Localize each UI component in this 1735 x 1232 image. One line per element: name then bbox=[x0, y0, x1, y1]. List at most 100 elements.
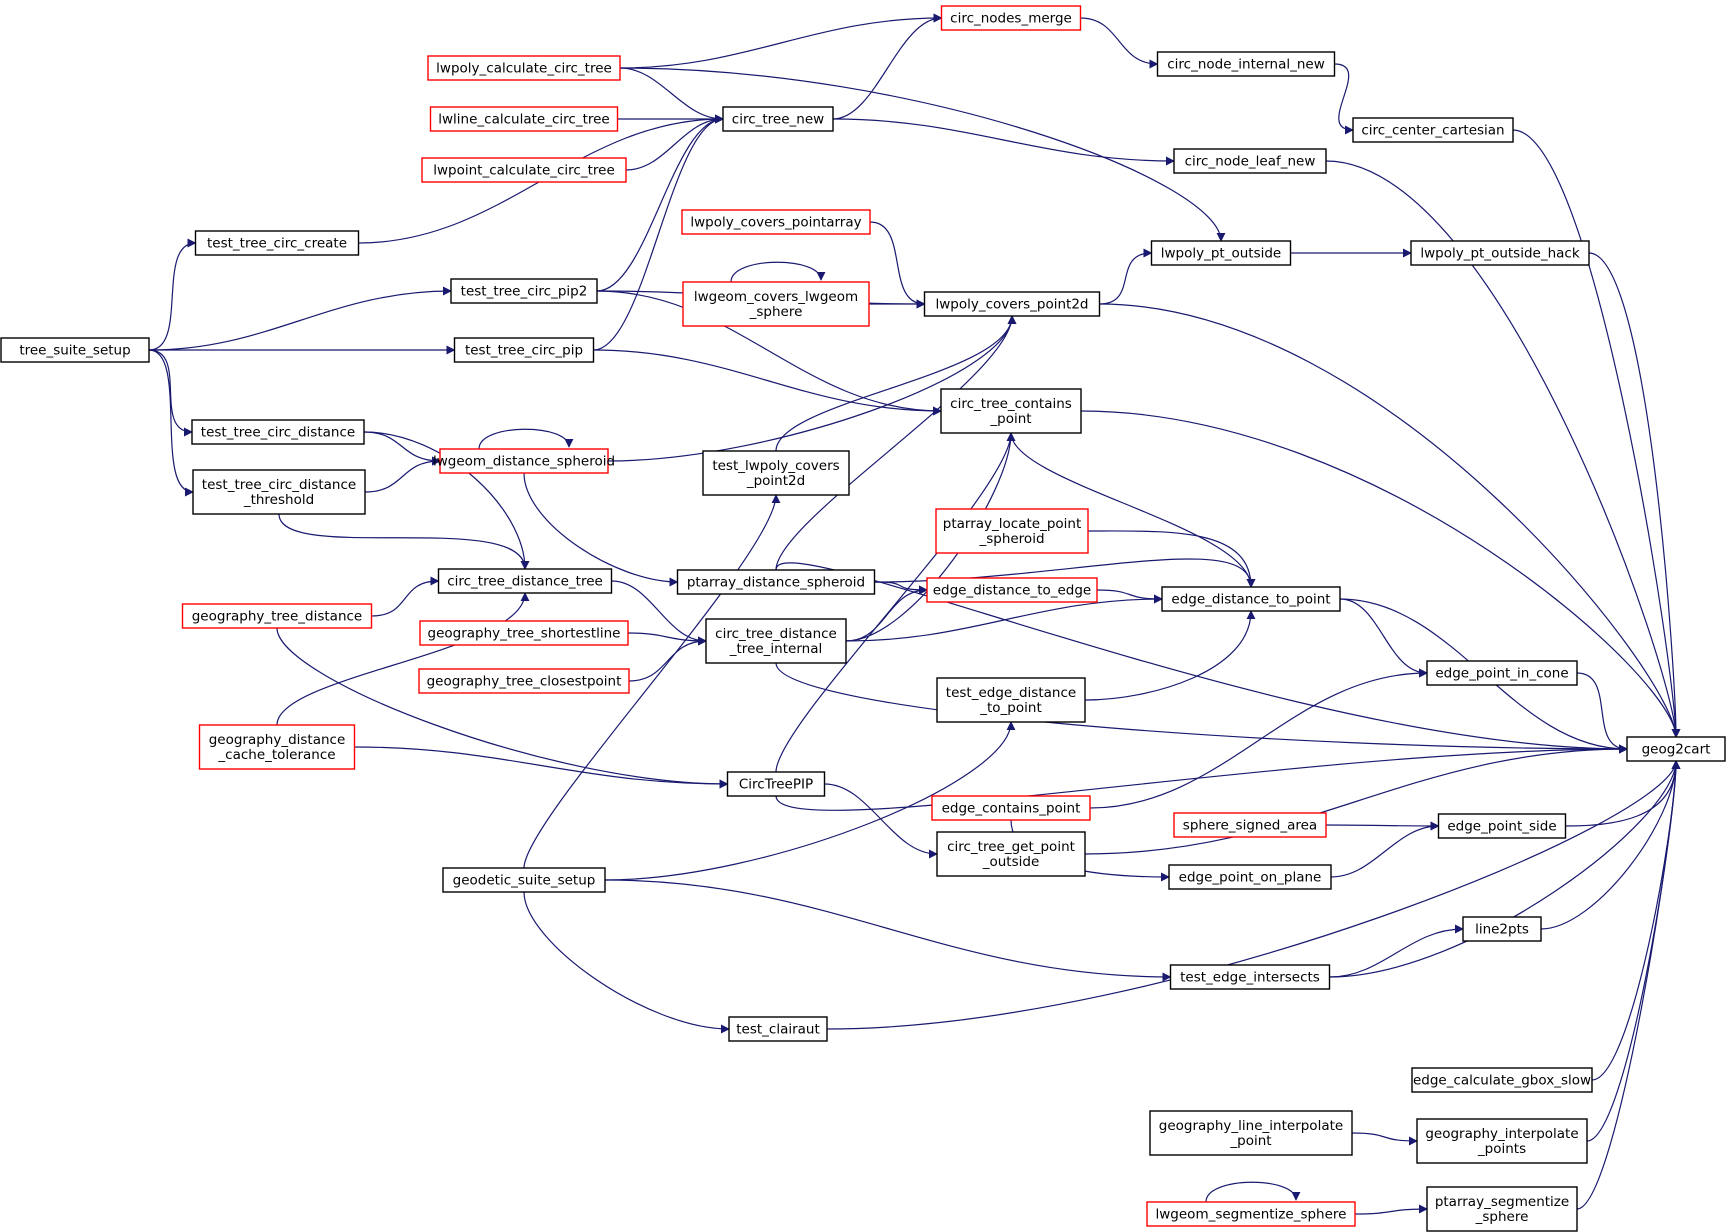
node-label: circ_tree_contains bbox=[950, 396, 1072, 412]
node-test-tree-circ-pip2[interactable]: test_tree_circ_pip2 bbox=[450, 278, 598, 304]
node-test-edge-intersects[interactable]: test_edge_intersects bbox=[1169, 964, 1331, 990]
edge-circ_node_leaf_new-to-geog2cart bbox=[1325, 160, 1681, 738]
node-lwpoly-covers-pointarray[interactable]: lwpoly_covers_pointarray bbox=[681, 209, 871, 235]
edge-lwpoly_covers_point2d-to-lwpoly_pt_outside bbox=[1099, 248, 1153, 305]
node-tree-suite-setup[interactable]: tree_suite_setup bbox=[0, 337, 150, 363]
node-lwpoly-covers-point2d[interactable]: lwpoly_covers_point2d bbox=[923, 291, 1101, 317]
node-label: _sphere bbox=[749, 304, 803, 320]
node-circ-tree-distance-tree[interactable]: circ_tree_distance_tree bbox=[437, 568, 613, 594]
node-geography-line-interpolate-point[interactable]: geography_line_interpolate_point bbox=[1149, 1110, 1353, 1156]
edge-geodetic_suite_setup-to-test_edge_distance_to_point bbox=[604, 721, 1016, 881]
edge-lwpoly_calculate_circ_tree-to-circ_tree_new bbox=[619, 67, 724, 124]
edge-geography_line_interpolate_point-to-geography_interpolate_points bbox=[1351, 1132, 1418, 1146]
node-lwgeom-covers-lwgeom-sphere[interactable]: lwgeom_covers_lwgeom_sphere bbox=[682, 281, 870, 327]
node-label: geog2cart bbox=[1642, 742, 1711, 758]
node-geog2cart[interactable]: geog2cart bbox=[1626, 736, 1726, 762]
node-geography-distance-cache-tolerance[interactable]: geography_distance_cache_tolerance bbox=[198, 724, 356, 770]
edge-CircTreePIP-to-geog2cart bbox=[775, 744, 1628, 811]
node-lwgeom-segmentize-sphere[interactable]: lwgeom_segmentize_sphere bbox=[1146, 1201, 1356, 1227]
node-box bbox=[427, 55, 621, 81]
node-edge-distance-to-point[interactable]: edge_distance_to_point bbox=[1161, 586, 1341, 612]
edge-test_tree_circ_pip-to-circ_tree_contains_point bbox=[593, 349, 942, 416]
node-lwgeom-distance-spheroid[interactable]: lwgeom_distance_spheroid bbox=[433, 448, 615, 474]
node-box bbox=[681, 209, 871, 235]
node-test-tree-circ-distance[interactable]: test_tree_circ_distance bbox=[191, 419, 365, 445]
edge-lwgeom_segmentize_sphere-to-ptarray_segmentize_sphere bbox=[1354, 1204, 1428, 1215]
node-box bbox=[1410, 240, 1590, 266]
edge-tree_suite_setup-to-test_tree_circ_distance bbox=[148, 349, 193, 437]
edge-geography_tree_closestpoint-to-circ_tree_distance_tree_internal bbox=[628, 636, 707, 682]
node-geography-tree-distance[interactable]: geography_tree_distance bbox=[181, 603, 373, 629]
node-label: test_edge_intersects bbox=[1180, 970, 1320, 986]
node-label: edge_point_in_cone bbox=[1435, 666, 1568, 682]
edge-geography_tree_distance-to-CircTreePIP bbox=[276, 627, 729, 789]
edge-geodetic_suite_setup-to-test_clairaut bbox=[523, 891, 730, 1034]
edge-edge_point_in_cone-to-geog2cart bbox=[1576, 672, 1628, 754]
edge-geography_tree_shortestline-to-circ_tree_distance_tree_internal bbox=[627, 632, 707, 646]
node-label: ptarray_locate_point bbox=[943, 516, 1082, 532]
node-ptarray-segmentize-sphere[interactable]: ptarray_segmentize_sphere bbox=[1426, 1186, 1578, 1232]
node-circ-tree-get-point-outside[interactable]: circ_tree_get_point_outside bbox=[936, 831, 1086, 877]
edge-test_tree_circ_distance_threshold-to-circ_tree_distance_tree bbox=[278, 513, 530, 570]
node-geography-tree-closestpoint[interactable]: geography_tree_closestpoint bbox=[418, 668, 630, 694]
node-edge-distance-to-edge[interactable]: edge_distance_to_edge bbox=[926, 577, 1098, 603]
node-box bbox=[192, 469, 366, 515]
node-lwpoint-calculate-circ-tree[interactable]: lwpoint_calculate_circ_tree bbox=[421, 157, 627, 183]
edge-edge_point_side-to-geog2cart bbox=[1565, 760, 1681, 827]
node-geodetic-suite-setup[interactable]: geodetic_suite_setup bbox=[442, 867, 606, 893]
node-geography-interpolate-points[interactable]: geography_interpolate_points bbox=[1416, 1118, 1588, 1164]
node-edge-contains-point[interactable]: edge_contains_point bbox=[931, 795, 1091, 821]
edge-test_tree_circ_distance-to-circ_tree_distance_tree bbox=[363, 431, 530, 570]
node-label: geodetic_suite_setup bbox=[453, 873, 596, 889]
node-test-lwpoly-covers-point2d[interactable]: test_lwpoly_covers_point2d bbox=[702, 450, 850, 496]
node-circ-node-leaf-new[interactable]: circ_node_leaf_new bbox=[1173, 148, 1327, 174]
node-edge-calculate-gbox-slow[interactable]: edge_calculate_gbox_slow bbox=[1411, 1067, 1593, 1093]
node-circ-node-internal-new[interactable]: circ_node_internal_new bbox=[1156, 51, 1336, 77]
node-box bbox=[676, 569, 876, 595]
node-box bbox=[437, 568, 613, 594]
node-label: geography_tree_closestpoint bbox=[427, 674, 622, 690]
node-test-tree-circ-pip[interactable]: test_tree_circ_pip bbox=[453, 337, 595, 363]
node-label: test_tree_circ_pip2 bbox=[461, 284, 588, 300]
node-test-tree-circ-create[interactable]: test_tree_circ_create bbox=[194, 230, 360, 256]
node-label: edge_distance_to_edge bbox=[933, 583, 1092, 599]
edge-lwpoly_calculate_circ_tree-to-lwpoly_pt_outside bbox=[619, 67, 1226, 242]
node-box bbox=[682, 281, 870, 327]
node-ptarray-locate-point-spheroid[interactable]: ptarray_locate_point_spheroid bbox=[935, 508, 1089, 554]
node-CircTreePIP[interactable]: CircTreePIP bbox=[726, 771, 826, 797]
edge-circ_tree_contains_point-to-geog2cart bbox=[1080, 410, 1681, 738]
node-box bbox=[1411, 1067, 1593, 1093]
node-box bbox=[1149, 1110, 1353, 1156]
node-lwline-calculate-circ-tree[interactable]: lwline_calculate_circ_tree bbox=[429, 106, 619, 132]
node-edge-point-side[interactable]: edge_point_side bbox=[1437, 813, 1567, 839]
node-label: test_tree_circ_create bbox=[207, 236, 347, 252]
edge-edge_contains_point-to-edge_point_in_cone bbox=[1089, 668, 1428, 809]
node-label: line2pts bbox=[1475, 922, 1529, 938]
node-label: circ_tree_get_point bbox=[947, 839, 1075, 855]
node-edge-point-on-plane[interactable]: edge_point_on_plane bbox=[1168, 864, 1332, 890]
node-test-edge-distance-to-point[interactable]: test_edge_distance_to_point bbox=[936, 677, 1086, 723]
node-lwpoly-pt-outside[interactable]: lwpoly_pt_outside bbox=[1150, 240, 1292, 266]
node-circ-nodes-merge[interactable]: circ_nodes_merge bbox=[940, 5, 1082, 31]
node-test-tree-circ-distance-threshold[interactable]: test_tree_circ_distance_threshold bbox=[192, 469, 366, 515]
node-label: lwpoint_calculate_circ_tree bbox=[433, 163, 615, 179]
node-circ-tree-distance-tree-internal[interactable]: circ_tree_distance_tree_internal bbox=[705, 618, 847, 664]
node-ptarray-distance-spheroid[interactable]: ptarray_distance_spheroid bbox=[676, 569, 876, 595]
node-circ-tree-contains-point[interactable]: circ_tree_contains_point bbox=[940, 388, 1082, 434]
node-label: _threshold bbox=[243, 492, 314, 508]
node-circ-center-cartesian[interactable]: circ_center_cartesian bbox=[1352, 117, 1514, 143]
node-line2pts[interactable]: line2pts bbox=[1462, 916, 1542, 942]
edge-lwgeom_distance_spheroid-to-lwgeom_distance_spheroid bbox=[478, 428, 574, 450]
node-lwpoly-calculate-circ-tree[interactable]: lwpoly_calculate_circ_tree bbox=[427, 55, 621, 81]
node-geography-tree-shortestline[interactable]: geography_tree_shortestline bbox=[419, 620, 629, 646]
edge-test_edge_intersects-to-geog2cart bbox=[1329, 760, 1681, 978]
node-box bbox=[442, 867, 606, 893]
node-circ-tree-new[interactable]: circ_tree_new bbox=[722, 106, 834, 132]
node-label: circ_nodes_merge bbox=[950, 11, 1072, 27]
node-test-clairaut[interactable]: test_clairaut bbox=[728, 1016, 828, 1042]
node-edge-point-in-cone[interactable]: edge_point_in_cone bbox=[1426, 660, 1578, 686]
edge-edge_distance_to_edge-to-edge_distance_to_point bbox=[1096, 589, 1163, 604]
edge-circ_nodes_merge-to-circ_node_internal_new bbox=[1080, 17, 1159, 69]
node-sphere-signed-area[interactable]: sphere_signed_area bbox=[1173, 812, 1327, 838]
node-lwpoly-pt-outside-hack[interactable]: lwpoly_pt_outside_hack bbox=[1410, 240, 1590, 266]
